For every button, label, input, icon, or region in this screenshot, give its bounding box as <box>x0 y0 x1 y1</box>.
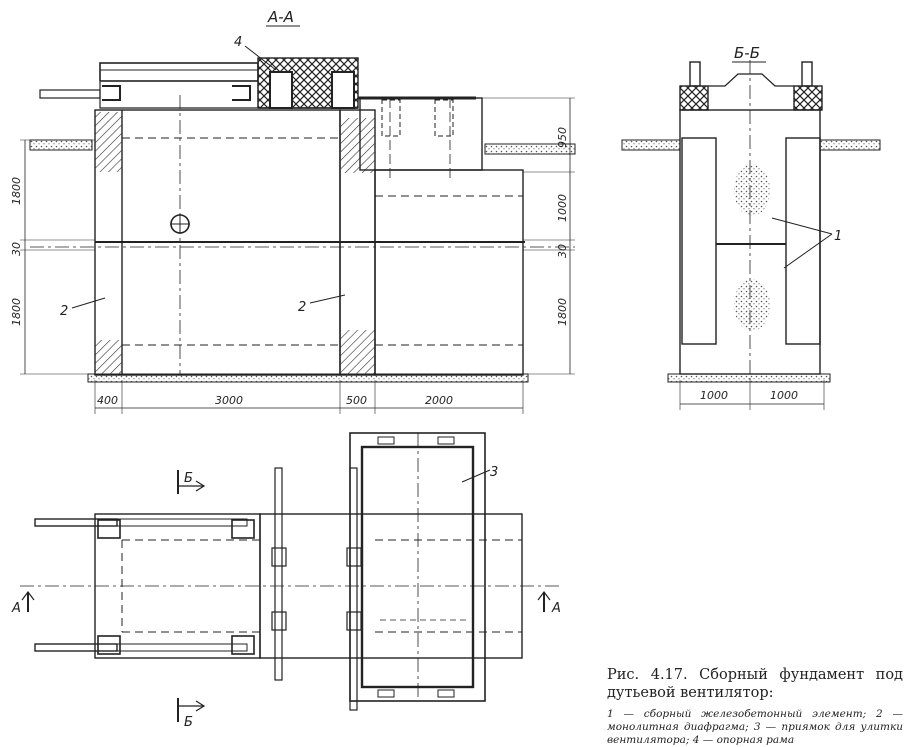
svg-text:А: А <box>551 601 561 616</box>
dim-h-right-bot: 1800 <box>556 298 569 326</box>
plan-fan-pit <box>349 432 486 702</box>
caption-legend: 1 — сборный железобетонный элемент; 2 — … <box>607 708 903 746</box>
bb-wall-left <box>681 137 717 345</box>
caption-title: Рис. 4.17. Сборный фундамент под дутьево… <box>607 667 903 701</box>
dim-w-500: 500 <box>346 394 367 407</box>
dim-w-3000: 3000 <box>215 394 243 407</box>
callout-3: 3 <box>490 465 498 480</box>
dim-w-2000: 2000 <box>425 394 453 407</box>
dim-h-right-upper: 1000 <box>556 194 569 222</box>
svg-text:Б: Б <box>184 471 193 486</box>
section-bb-title: Б-Б <box>734 44 760 62</box>
bb-wall-right <box>785 137 821 345</box>
dim-h-right-mid: 30 <box>556 244 569 258</box>
dim-w-400: 400 <box>97 394 118 407</box>
ground-left <box>29 139 93 151</box>
svg-text:А: А <box>11 601 21 616</box>
dim-h-left-top: 1800 <box>10 177 23 205</box>
precast-block-right <box>374 169 524 376</box>
section-bb: Б-Б 1 1000 1000 <box>621 44 881 410</box>
dim-h-left-bot: 1800 <box>10 298 23 326</box>
plan-mark-a-left: А <box>11 591 35 616</box>
plan-mark-b-bottom: Б <box>177 698 206 730</box>
figure-caption: Рис. 4.17. Сборный фундамент под дутьево… <box>607 666 903 747</box>
plan-mark-b-top: Б <box>177 470 206 494</box>
callout-2b: 2 <box>298 300 306 315</box>
callout-1: 1 <box>834 229 842 244</box>
top-frame <box>99 62 259 82</box>
dim-h-right-top: 950 <box>556 127 569 148</box>
plan-rail-bottom <box>34 643 118 652</box>
section-aa: А-А <box>10 8 576 414</box>
base-slab <box>87 373 529 383</box>
callout-4: 4 <box>234 35 242 50</box>
dim-bb-w-right: 1000 <box>770 389 798 402</box>
anchor-bolt-left <box>39 89 101 99</box>
plan-view: 3 А А Б Б <box>11 432 561 730</box>
fan-pit-section <box>359 97 483 171</box>
callout-2a: 2 <box>60 304 68 319</box>
dim-bb-w-left: 1000 <box>700 389 728 402</box>
dim-h-left-mid: 30 <box>10 242 23 256</box>
ground-right <box>484 143 576 155</box>
plan-mark-a-right: А <box>537 591 561 616</box>
section-aa-title: А-А <box>267 8 294 26</box>
svg-text:Б: Б <box>184 715 193 730</box>
bb-base-slab <box>667 373 831 383</box>
